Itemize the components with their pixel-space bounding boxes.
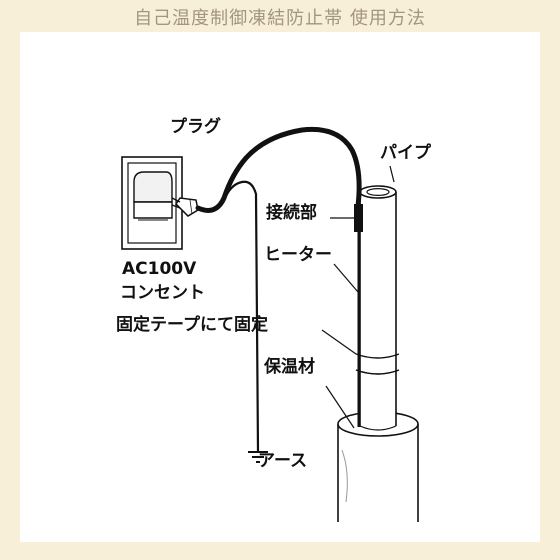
plug-icon	[171, 197, 199, 217]
label-fixing-tape: 固定テープにて固定	[116, 314, 268, 335]
label-earth: アース	[258, 451, 307, 471]
joint-block	[354, 204, 363, 232]
earth-symbol-icon	[248, 451, 268, 463]
label-outlet-voltage: AC100V	[122, 259, 197, 279]
earth-wire	[225, 180, 260, 453]
tape-leader	[321, 329, 357, 355]
insulation-leader	[325, 385, 355, 429]
wall-outlet-icon	[121, 156, 183, 250]
pipe-leader	[389, 165, 395, 183]
power-cord	[195, 126, 362, 213]
pipe	[359, 185, 397, 431]
diagram-panel: プラグ パイプ 接続部 AC100V コンセント ヒーター 固定テープにて固定 …	[20, 32, 540, 542]
heater-installation-diagram: プラグ パイプ 接続部 AC100V コンセント ヒーター 固定テープにて固定 …	[116, 116, 432, 522]
page-title: 自己温度制御凍結防止帯 使用方法	[134, 8, 426, 29]
heater-leader	[333, 263, 359, 293]
insulation-sleeve	[337, 411, 419, 522]
label-outlet: コンセント	[120, 283, 205, 303]
label-insulation: 保温材	[263, 356, 315, 377]
label-heater: ヒーター	[264, 245, 332, 265]
insulation-wrap	[355, 369, 400, 375]
label-joint: 接続部	[266, 202, 317, 223]
label-pipe: パイプ	[380, 142, 432, 163]
title-bar: 自己温度制御凍結防止帯 使用方法	[0, 0, 560, 34]
label-plug: プラグ	[170, 116, 221, 137]
